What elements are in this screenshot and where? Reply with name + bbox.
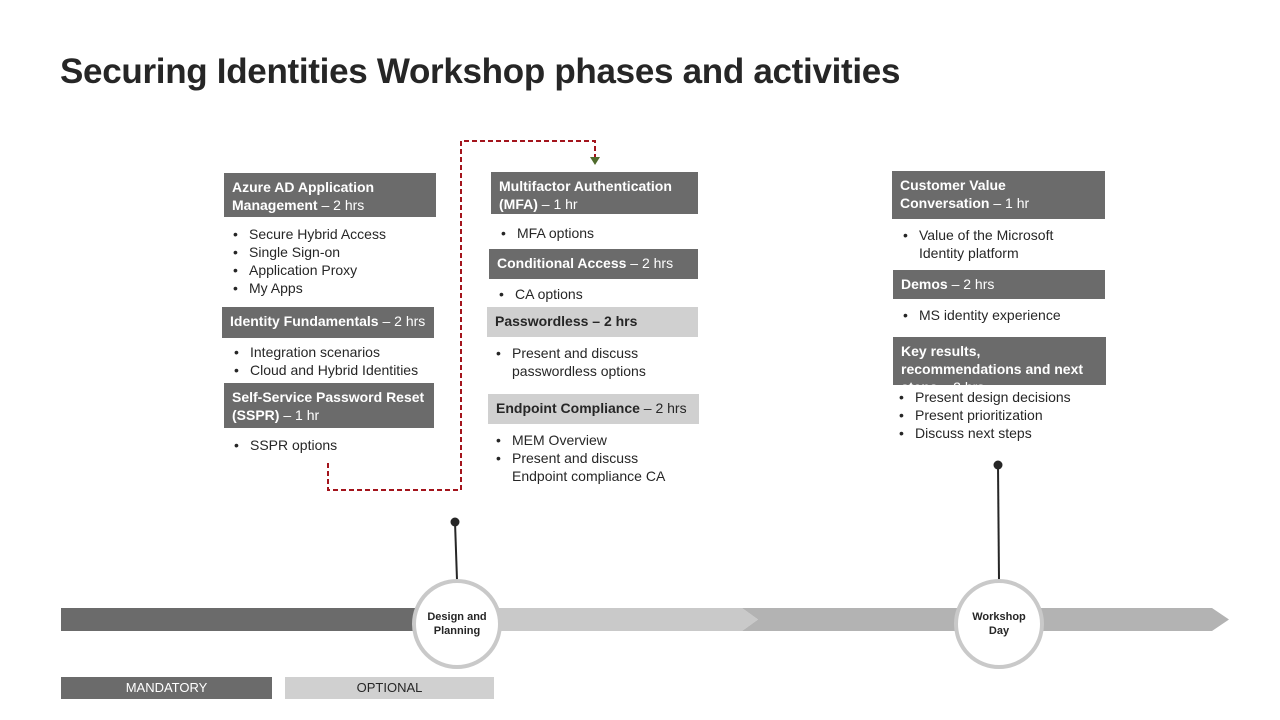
demos-header: Demos – 2 hrs bbox=[893, 270, 1105, 299]
design-planning-label: Design and Planning bbox=[427, 611, 487, 637]
mfa-header: Multifactor Authentication (MFA) – 1 hr bbox=[491, 172, 698, 214]
list-item: Discuss next steps bbox=[898, 424, 1098, 442]
list-item: Present and discuss Endpoint compliance … bbox=[495, 449, 680, 485]
sspr-bullets: SSPR options bbox=[233, 436, 433, 454]
cvc-bullets: Value of the Microsoft Identity platform bbox=[902, 226, 1082, 262]
page-title: Securing Identities Workshop phases and … bbox=[60, 52, 901, 91]
legend-optional: OPTIONAL bbox=[285, 677, 494, 699]
ca-bullets: CA options bbox=[498, 285, 693, 303]
workshop-milestone-circle bbox=[954, 579, 1044, 669]
workshop-pin-dot bbox=[993, 460, 1003, 470]
workshop-day-label: Workshop Day bbox=[972, 611, 1026, 637]
list-item: Present prioritization bbox=[898, 406, 1098, 424]
customer-value-header: Customer Value Conversation – 1 hr bbox=[892, 171, 1105, 219]
list-item: MS identity experience bbox=[902, 306, 1097, 324]
connector-arrowhead bbox=[590, 157, 600, 165]
list-item: Application Proxy bbox=[232, 261, 432, 279]
list-item: Secure Hybrid Access bbox=[232, 225, 432, 243]
app-mgmt-header: Azure AD Application Management – 2 hrs bbox=[224, 173, 436, 217]
identity-fundamentals-header: Identity Fundamentals – 2 hrs bbox=[222, 307, 434, 338]
conditional-access-header: Conditional Access – 2 hrs bbox=[489, 249, 698, 279]
key-results-bullets: Present design decisions Present priorit… bbox=[898, 388, 1098, 442]
list-item: SSPR options bbox=[233, 436, 433, 454]
list-item: Present design decisions bbox=[898, 388, 1098, 406]
sspr-header: Self-Service Password Reset (SSPR) – 1 h… bbox=[224, 383, 434, 428]
list-item: Cloud and Hybrid Identities bbox=[233, 361, 443, 379]
passwordless-bullets: Present and discuss passwordless options bbox=[495, 344, 670, 380]
design-milestone-circle bbox=[412, 579, 502, 669]
list-item: My Apps bbox=[232, 279, 432, 297]
timeline-bar-mandatory bbox=[61, 608, 461, 631]
list-item: MFA options bbox=[500, 224, 695, 242]
legend-mandatory: MANDATORY bbox=[61, 677, 272, 699]
list-item: CA options bbox=[498, 285, 693, 303]
list-item: Single Sign-on bbox=[232, 243, 432, 261]
mfa-bullets: MFA options bbox=[500, 224, 695, 242]
list-item: Value of the Microsoft Identity platform bbox=[902, 226, 1082, 262]
key-results-header: Key results, recommendations and next st… bbox=[893, 337, 1106, 395]
passwordless-header: Passwordless – 2 hrs bbox=[487, 307, 698, 337]
endpoint-compliance-header: Endpoint Compliance – 2 hrs bbox=[488, 394, 699, 424]
list-item: Present and discuss passwordless options bbox=[495, 344, 670, 380]
endpoint-bullets: MEM Overview Present and discuss Endpoin… bbox=[495, 431, 680, 485]
app-mgmt-bullets: Secure Hybrid Access Single Sign-on Appl… bbox=[232, 225, 432, 297]
demos-bullets: MS identity experience bbox=[902, 306, 1097, 324]
list-item: MEM Overview bbox=[495, 431, 680, 449]
design-pin-line bbox=[454, 521, 458, 581]
identity-bullets: Integration scenarios Cloud and Hybrid I… bbox=[233, 343, 443, 379]
design-pin-dot bbox=[450, 517, 460, 527]
timeline-bar-optional bbox=[440, 608, 758, 631]
workshop-pin-line bbox=[997, 464, 1000, 581]
list-item: Integration scenarios bbox=[233, 343, 443, 361]
